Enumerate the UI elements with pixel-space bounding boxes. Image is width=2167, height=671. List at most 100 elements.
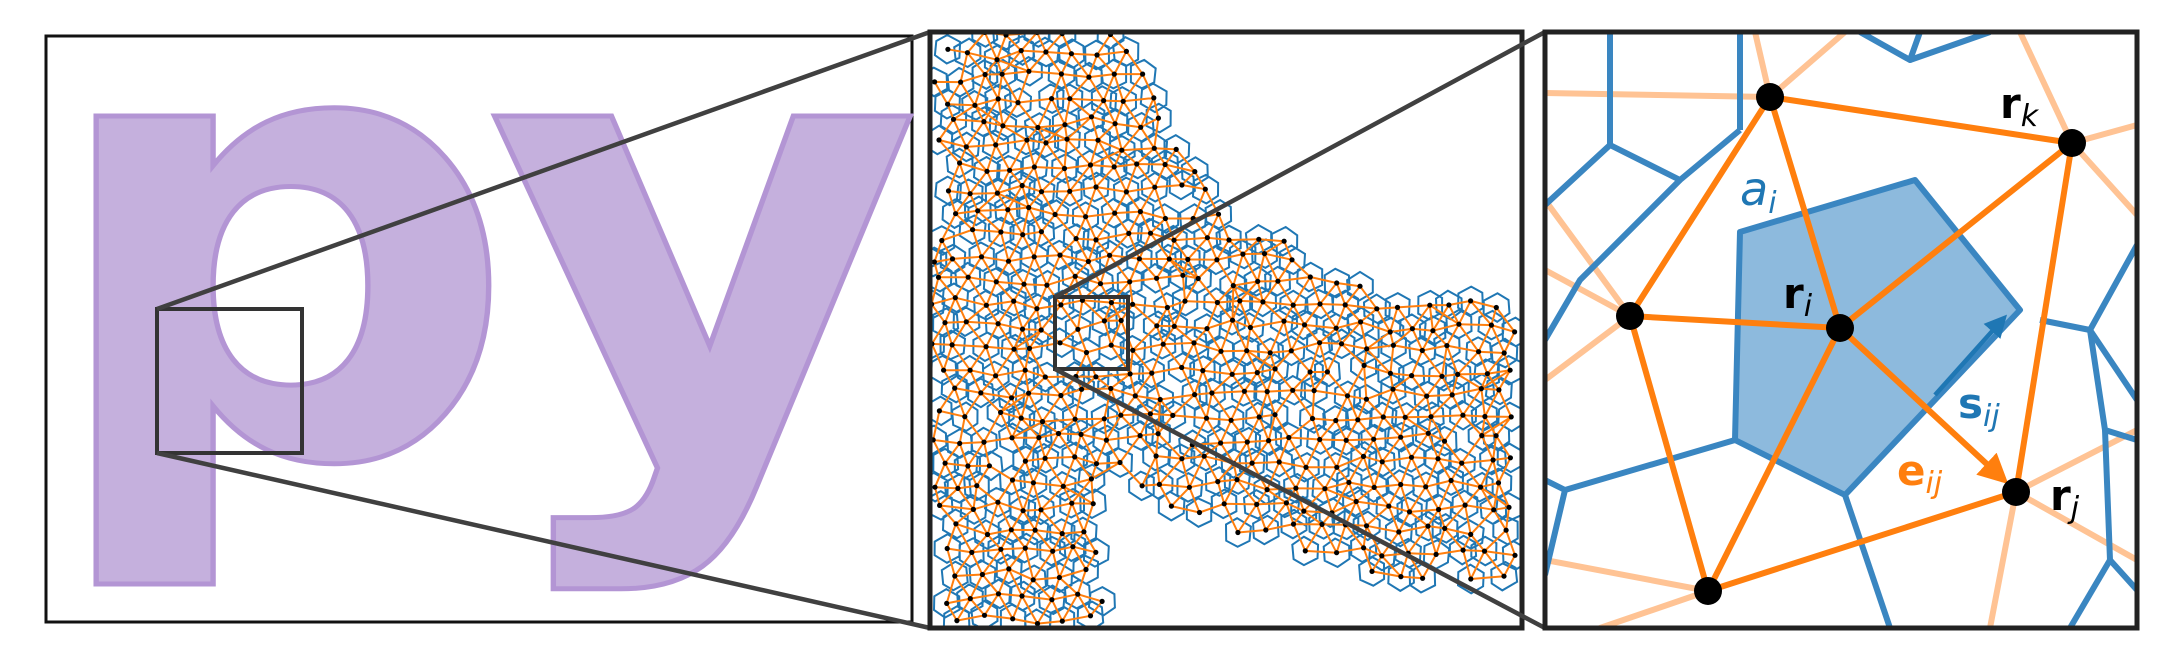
mesh-node [1317, 301, 1323, 307]
mesh-node [981, 439, 987, 445]
mesh-node [970, 506, 977, 512]
mesh-node [1010, 616, 1016, 622]
mesh-node [1111, 164, 1117, 170]
mesh-node [1154, 323, 1160, 329]
faint-delaunay-edges [1545, 32, 2137, 628]
mesh-node [958, 79, 964, 85]
mesh-node [1281, 318, 1287, 324]
mesh-node [1230, 283, 1236, 289]
mesh-node [1387, 370, 1393, 376]
mesh-node [1256, 414, 1262, 420]
mesh-node [1056, 574, 1062, 581]
panel-mesh-frame [927, 29, 1525, 631]
mesh-node [1507, 367, 1513, 373]
mesh-node [965, 274, 971, 280]
mesh-node [1067, 96, 1073, 102]
mesh-node [952, 295, 958, 301]
mesh-node [1059, 618, 1065, 624]
mesh-node [931, 259, 938, 265]
node-k-left [1756, 83, 1784, 111]
mesh-node [1301, 322, 1308, 328]
mesh-node [1035, 124, 1041, 131]
mesh-node [1228, 417, 1234, 423]
mesh-node [1311, 388, 1317, 394]
mesh-node [1333, 325, 1339, 331]
mesh-nodes [930, 32, 1518, 627]
mesh-node [1244, 348, 1250, 354]
mesh-node [1019, 593, 1025, 599]
mesh-node [1038, 229, 1044, 235]
mesh-node [1490, 457, 1496, 463]
mesh-node [1237, 298, 1243, 304]
mesh-node [1186, 484, 1192, 490]
mesh-node [995, 321, 1001, 327]
mesh-node [1247, 324, 1253, 331]
mesh-node [1043, 140, 1049, 146]
mesh-node [1007, 167, 1013, 173]
mesh-node [1379, 459, 1385, 465]
mesh-node [1120, 98, 1126, 104]
voronoi-cell-i [1732, 177, 2023, 498]
mesh-node [1263, 527, 1269, 533]
mesh-node [1309, 415, 1316, 422]
mesh-node [1072, 273, 1078, 279]
mesh-node [1127, 279, 1133, 285]
mesh-node [993, 142, 999, 148]
mesh-node [978, 390, 984, 396]
mesh-node [1307, 369, 1313, 375]
mesh-node [1011, 346, 1017, 352]
vector-e-ij [1837, 325, 2009, 485]
mesh-node [1387, 329, 1393, 335]
mesh-node [1031, 254, 1037, 260]
mesh-node [1093, 237, 1099, 243]
mesh-node [1468, 298, 1474, 304]
mesh-node [1496, 387, 1502, 393]
zoom-line-bottom-2 [1053, 367, 1547, 630]
mesh-node [1130, 301, 1136, 307]
mesh-node [1020, 232, 1026, 238]
mesh-node [1363, 523, 1370, 529]
mesh-node [1083, 214, 1089, 220]
mesh-node [936, 408, 943, 414]
mesh-node [1456, 321, 1462, 327]
mesh-node [1185, 256, 1191, 262]
mesh-node [1379, 553, 1385, 559]
mesh-node [1293, 485, 1299, 491]
mesh-node [1081, 529, 1087, 535]
mesh-node [1072, 454, 1078, 460]
mesh-node [1283, 500, 1289, 506]
mesh-node [1317, 340, 1323, 346]
panel-mesh [927, 29, 1525, 631]
mesh-node [1032, 527, 1038, 533]
mesh-node [1425, 523, 1431, 529]
mesh-node [1127, 371, 1133, 377]
mesh-node [1042, 455, 1048, 461]
mesh-node [1094, 52, 1100, 58]
mesh-node [1380, 414, 1386, 420]
delaunay-nodes [1616, 83, 2086, 605]
mesh-node [1162, 215, 1168, 222]
mesh-node [1202, 186, 1208, 192]
mesh-node [982, 71, 988, 78]
mesh-node [1137, 209, 1143, 215]
mesh-node [1234, 477, 1240, 483]
label-s-ij: sij [1958, 379, 2000, 434]
mesh-node [1442, 525, 1448, 532]
mesh-node [1398, 481, 1404, 488]
mesh-node [1430, 328, 1436, 334]
mesh-node [1343, 437, 1349, 443]
mesh-node [1015, 100, 1021, 106]
mesh-node [1427, 302, 1433, 308]
mesh-node [941, 367, 947, 373]
mesh-node [1355, 417, 1361, 423]
mesh-node [1264, 389, 1270, 395]
mesh-node [1009, 477, 1016, 483]
mesh-node [1503, 527, 1509, 533]
mesh-node [1036, 435, 1042, 441]
mesh-node [1123, 189, 1129, 195]
mesh-node [1346, 479, 1352, 485]
mesh-node [1108, 342, 1114, 348]
mesh-node [1093, 549, 1099, 555]
mesh-node [1156, 481, 1162, 487]
